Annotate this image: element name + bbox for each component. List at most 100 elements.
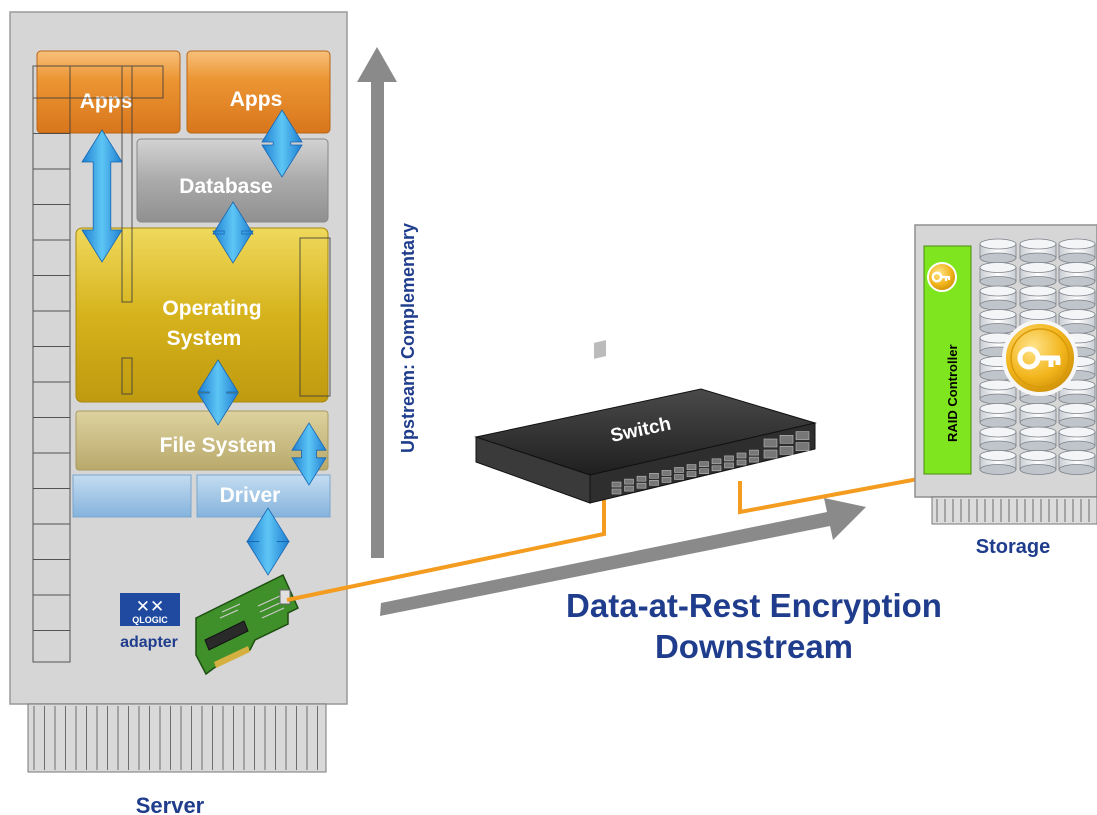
switch-port [736, 452, 747, 459]
disk-drive [979, 309, 1017, 334]
switch-port [724, 455, 734, 462]
disk-drive [1019, 238, 1057, 264]
apps-layer-right: Apps [186, 50, 331, 134]
storage-caption: Storage [976, 536, 1050, 558]
cable-adapter-to-switch [286, 500, 606, 602]
switch-port [779, 434, 794, 444]
double-arrow [246, 507, 290, 576]
adapter-label: adapter [120, 634, 178, 651]
qlogic-logo-text: QLOGIC [132, 615, 168, 625]
disk-drive [1058, 403, 1096, 428]
switch-port [636, 482, 647, 489]
switch-port [611, 488, 622, 495]
disk-drive [979, 403, 1017, 428]
switch-port [795, 442, 810, 451]
raid-key-icon [927, 262, 957, 292]
qlogic-logo [120, 593, 180, 626]
driver-layer: Driver [72, 474, 331, 518]
double-arrow [291, 422, 327, 486]
switch-port [611, 481, 622, 488]
switch-port [699, 468, 709, 475]
upstream-arrow: Upstream: Complementary [357, 47, 418, 558]
cable-switch-to-storage [738, 477, 919, 515]
driver-label: Driver [220, 484, 281, 507]
downstream-arrow [380, 498, 866, 616]
driver-placeholder-box [72, 474, 192, 518]
switch-port [711, 465, 722, 472]
switch-port [661, 470, 672, 476]
switch-port [779, 445, 794, 455]
switch-port [686, 464, 697, 470]
double-arrow [81, 129, 123, 263]
file-system-layer: File System [75, 410, 329, 471]
switch-port [736, 459, 747, 466]
disk-drive [979, 262, 1017, 287]
operating-system-layer: Operating System [75, 227, 329, 403]
server-slot-overlay [32, 65, 331, 663]
disk-drive [979, 379, 1017, 405]
switch-port [649, 479, 659, 486]
disk-drive [1019, 403, 1057, 428]
adapter-chip [204, 620, 249, 651]
qlogic-logo-mark: ✕✕ [136, 597, 165, 617]
disk-drive [979, 238, 1017, 264]
double-arrow [261, 109, 303, 178]
raid-controller-label: RAID Controller [945, 345, 960, 443]
upstream-label: Upstream: Complementary [398, 223, 418, 453]
disk-drive [1058, 238, 1096, 264]
disk-drive [1019, 262, 1057, 287]
switch-port [686, 471, 697, 477]
switch-port [636, 475, 647, 482]
switch-port [649, 472, 659, 479]
os-label-line2: System [167, 327, 242, 350]
switch-port [749, 456, 759, 463]
disk-drive [1058, 450, 1096, 475]
switch-port [749, 449, 759, 456]
fibre-cables [286, 477, 919, 602]
switch-port [795, 431, 810, 440]
file-system-label: File System [160, 434, 277, 457]
adapter-edge-connector [214, 646, 250, 668]
disk-drive [1058, 285, 1096, 311]
switch-port [674, 474, 684, 480]
downstream-label-line2: Downstream [655, 628, 853, 665]
layer-data-flow-arrows [81, 109, 327, 576]
adapter-port [279, 589, 291, 605]
switch-port [674, 467, 684, 473]
disk-drive [979, 450, 1017, 475]
switch-side [475, 436, 591, 504]
disk-drive [1019, 450, 1057, 475]
switch-ports [611, 431, 810, 495]
switch-port [699, 461, 709, 468]
storage-array: RAID Controller Storage [914, 224, 1097, 558]
server-base-vents [27, 703, 327, 773]
disk-drive [1019, 285, 1057, 311]
switch-port [661, 477, 672, 483]
double-arrow [212, 201, 254, 264]
double-arrow [197, 359, 239, 426]
apps-layer-left: Apps [36, 50, 181, 134]
switch-port [763, 449, 778, 459]
disk-drive [1058, 262, 1096, 287]
switch-port [624, 478, 634, 485]
switch-console-port [594, 340, 606, 359]
switch-port [624, 485, 634, 492]
apps-left-label: Apps [80, 90, 133, 113]
switch-port [711, 458, 722, 465]
os-label-line1: Operating [162, 297, 261, 320]
storage-base-vents [931, 496, 1097, 525]
server: Apps Apps Database Operating System File… [9, 11, 348, 815]
qlogic-adapter: ✕✕ QLOGIC adapter [120, 573, 299, 676]
storage-key-icon [1002, 320, 1078, 396]
database-label: Database [179, 175, 272, 198]
disk-drive [979, 426, 1017, 452]
network-switch: Switch [474, 340, 817, 504]
switch-port [724, 462, 734, 469]
server-caption: Server [136, 793, 205, 815]
disk-drive [979, 285, 1017, 311]
apps-right-label: Apps [230, 88, 283, 111]
disk-drive [1058, 426, 1096, 452]
switch-port [763, 438, 778, 448]
downstream-label-line1: Data-at-Rest Encryption [566, 587, 942, 624]
